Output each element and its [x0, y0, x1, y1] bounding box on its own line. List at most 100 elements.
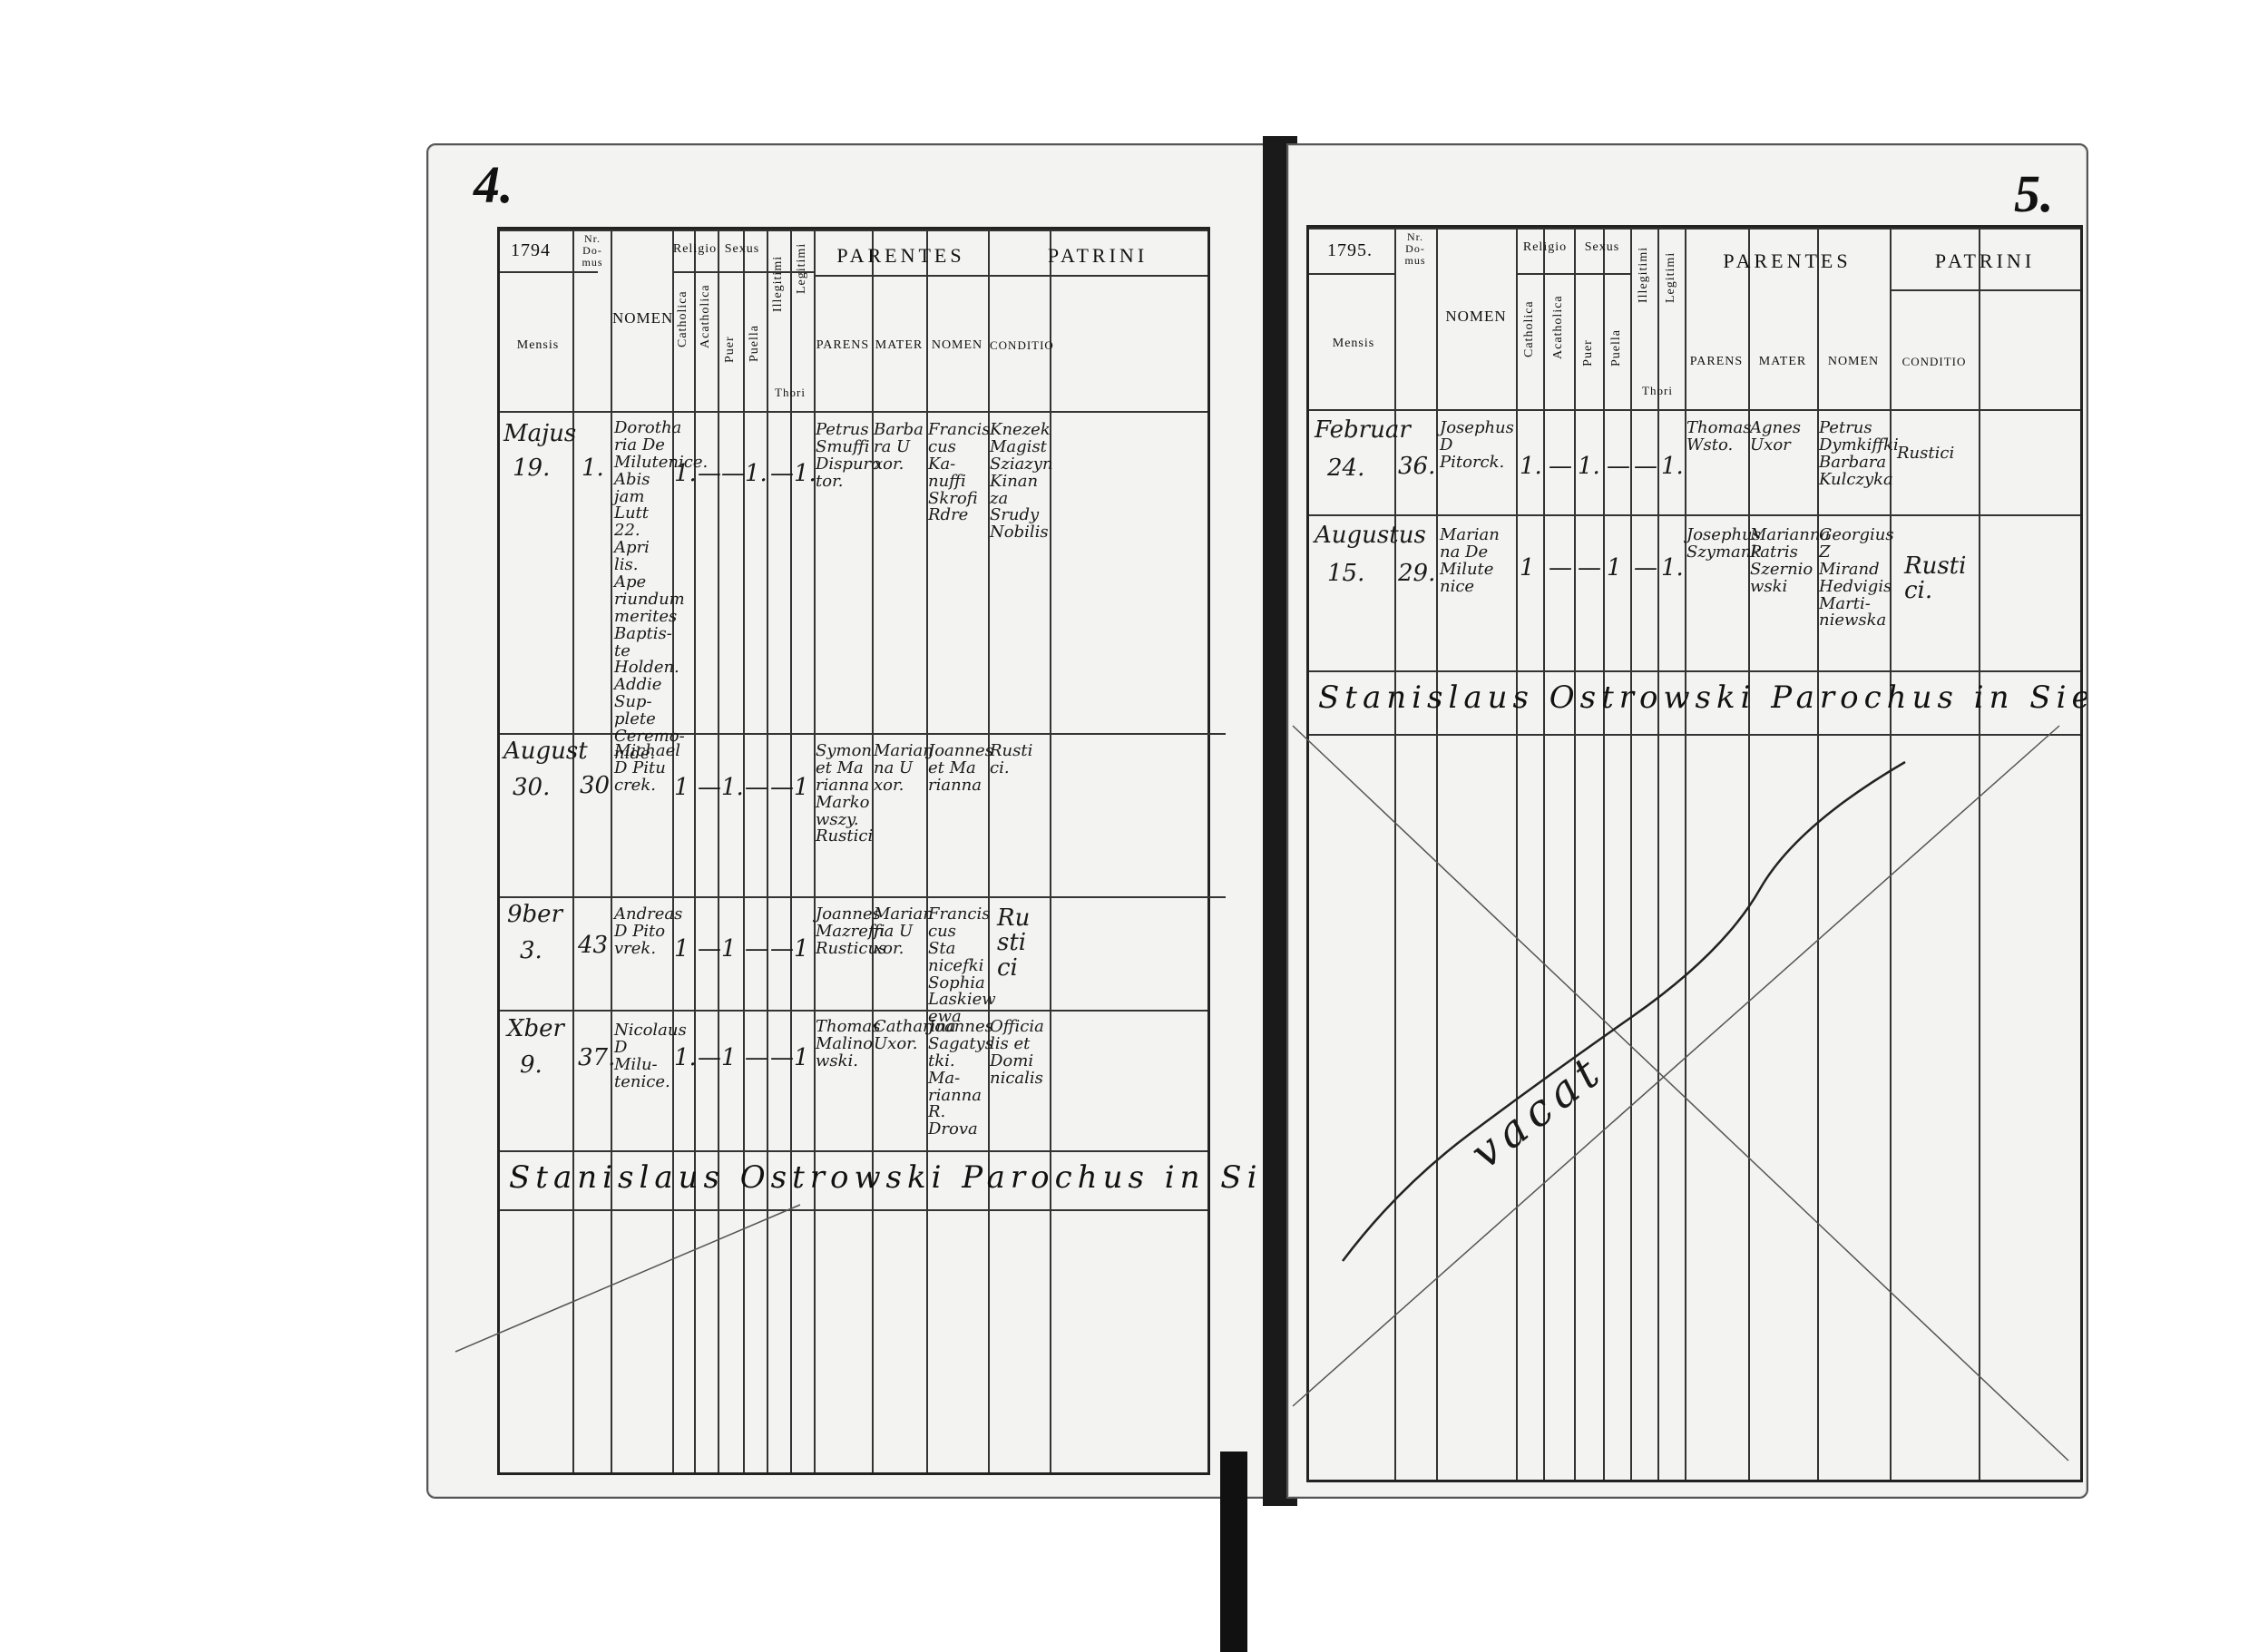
- entry-puer: —: [721, 460, 745, 487]
- entry-acatholica: —: [698, 935, 721, 963]
- conditio-header: CONDITIO: [990, 338, 1054, 352]
- domus-header: Nr. Do- mus: [582, 232, 603, 269]
- entry-parens: Josephus Szymank: [1686, 525, 1762, 562]
- page-number-left: 4.: [474, 155, 513, 214]
- entry-domus: 30: [580, 772, 611, 799]
- entry-conditio: Rusti ci.: [990, 741, 1033, 777]
- entry-illegitimi: —: [1634, 554, 1657, 582]
- year-label: 1794: [511, 240, 551, 260]
- entry-patrini: Joannes Sagatys tki. Ma- rianna R. Drova: [928, 1017, 993, 1139]
- book-binding-shadow: [1220, 1452, 1247, 1652]
- year-label: 1795.: [1327, 240, 1373, 260]
- entry-patrini: Petrus Dymkiffki Barbara Kulczyka: [1819, 418, 1899, 489]
- entry-month: Majus: [503, 420, 577, 447]
- entry-puer: 1.: [1578, 453, 1600, 480]
- entry-mater: Marian na U xor.: [874, 904, 934, 958]
- entry-legitimi: 1.: [1661, 554, 1684, 582]
- entry-mater: Agnes Uxor: [1750, 418, 1802, 455]
- entry-name: Nicolaus D Milu- tenice.: [614, 1021, 687, 1091]
- entry-patrini: Georgius Z Mirand Hedvigis Marti- niewsk…: [1819, 525, 1894, 630]
- left-register-table: 1794 Nr. Do- mus NOMEN Religio Sexus PAR…: [497, 227, 1281, 1475]
- entry-month: August: [503, 738, 588, 765]
- entry-acatholica: —: [698, 1044, 721, 1071]
- entry-month: Xber: [507, 1015, 564, 1042]
- nomen-header: NOMEN: [1445, 308, 1507, 325]
- patrini-header: PATRINI: [1934, 249, 2036, 272]
- parentes-header: PARENTES: [1723, 249, 1852, 272]
- entry-day: 15.: [1327, 560, 1365, 587]
- entry-domus: 36.: [1398, 453, 1436, 480]
- thori-header: Thori: [1642, 384, 1673, 397]
- entry-legitimi: 1: [794, 1044, 809, 1071]
- entry-day: 9.: [520, 1051, 543, 1079]
- entry-name: Michael D Pitu crek.: [614, 741, 681, 795]
- entry-domus: 43: [578, 932, 609, 959]
- entry-puer: 1.: [721, 774, 744, 801]
- entry-conditio: Officia lis et Domi nicalis: [990, 1017, 1044, 1088]
- entry-puella: —: [745, 774, 768, 801]
- entry-month: Augustus: [1315, 522, 1426, 549]
- conditio-header: CONDITIO: [1901, 355, 1967, 368]
- entry-puella: —: [1607, 453, 1630, 480]
- left-register-page: 4. 1794 Nr. Do- mus NOMEN Religio Sexus: [426, 143, 1283, 1499]
- entry-legitimi: 1.: [1661, 453, 1684, 480]
- entry-legitimi: 1: [794, 774, 809, 801]
- entry-illegitimi: —: [770, 1044, 794, 1071]
- entry-parens: Thomas Malino wski.: [816, 1017, 881, 1070]
- entry-catholica: 1.: [674, 460, 697, 487]
- page-number-right: 5.: [2014, 164, 2054, 223]
- entry-conditio: Rustici: [1897, 444, 1955, 463]
- parish-priest-signature: Stanislaus Ostrowski Parochus in Sieradz…: [509, 1159, 1281, 1196]
- entry-acatholica: —: [698, 774, 721, 801]
- entry-mater: Barba ra U xor.: [874, 420, 924, 474]
- entry-month: 9ber: [507, 901, 563, 928]
- entry-illegitimi: —: [770, 460, 794, 487]
- mensis-header: Mensis: [1332, 337, 1375, 350]
- patrini-nomen-header: NOMEN: [931, 338, 983, 352]
- patrini-nomen-header: NOMEN: [1827, 355, 1880, 368]
- right-register-table: 1795. Nr. Do- mus NOMEN Religio Sexus PA…: [1306, 225, 2087, 1482]
- entry-puer: 1: [721, 935, 737, 963]
- entry-name: Josephus D Pitorck.: [1440, 418, 1514, 472]
- entry-puella: —: [745, 1044, 768, 1071]
- parens-header: PARENS: [1689, 355, 1744, 368]
- entry-conditio: Rusti ci.: [1904, 552, 1967, 605]
- mensis-header: Mensis: [516, 338, 560, 352]
- entry-day: 24.: [1327, 455, 1365, 482]
- entry-parens: Thomas Wsto.: [1686, 418, 1752, 455]
- sexus-header: Sexus: [1584, 240, 1620, 254]
- entry-catholica: 1: [1520, 554, 1535, 582]
- entry-mater: Marianna Patris Szernio wski: [1750, 525, 1831, 596]
- entry-month: Februar: [1315, 416, 1411, 444]
- right-register-page: 5. 1795. Nr. Do- mus NOMEN Religio Sexus…: [1286, 143, 2088, 1499]
- religio-header: Religio: [1522, 240, 1568, 254]
- entry-legitimi: 1.: [794, 460, 816, 487]
- entry-mater: Marian na U xor.: [874, 741, 934, 795]
- entry-day: 3.: [520, 937, 543, 964]
- mater-header: MATER: [1758, 355, 1807, 368]
- entry-patrini: Francis cus Ka- nuffi Skrofi Rdre: [928, 420, 991, 525]
- entry-domus: 29.: [1398, 560, 1436, 587]
- entry-catholica: 1.: [674, 1044, 697, 1071]
- entry-domus: 1.: [582, 455, 604, 482]
- entry-puer: —: [1578, 554, 1601, 582]
- thori-header: Thori: [775, 386, 806, 399]
- entry-patrini: Joannes et Ma rianna: [928, 741, 993, 795]
- entry-conditio: Ru sti ci: [997, 904, 1031, 982]
- religio-header: Religio: [672, 242, 718, 256]
- cancellation-cross: [1292, 725, 2069, 1461]
- entry-conditio: Knezek Magist Sziazyn Kinan za Srudy Nob…: [990, 420, 1053, 543]
- entry-parens: Joannes Mazreffi Rusticus: [816, 904, 887, 958]
- entry-parens: Petrus Smuffi Dispuro tor.: [816, 420, 881, 491]
- entry-puer: 1: [721, 1044, 737, 1071]
- entry-name: Marian na De Milute nice: [1440, 525, 1500, 596]
- parentes-header: PARENTES: [836, 244, 965, 267]
- entry-acatholica: —: [1549, 453, 1572, 480]
- entry-puella: 1: [1607, 554, 1622, 582]
- entry-name: Andreas D Pito vrek.: [614, 904, 683, 958]
- entry-patrini: Francis cus Sta nicefki Sophia Laskiew e…: [928, 904, 996, 1027]
- entry-parens: Symon et Ma rianna Marko wszy. Rustici: [816, 741, 874, 846]
- left-page-cross-line: [455, 1204, 801, 1353]
- entry-puella: —: [745, 935, 768, 963]
- entry-name: Dorotha ria De Milutenice. Abis jam Lutt…: [614, 418, 709, 763]
